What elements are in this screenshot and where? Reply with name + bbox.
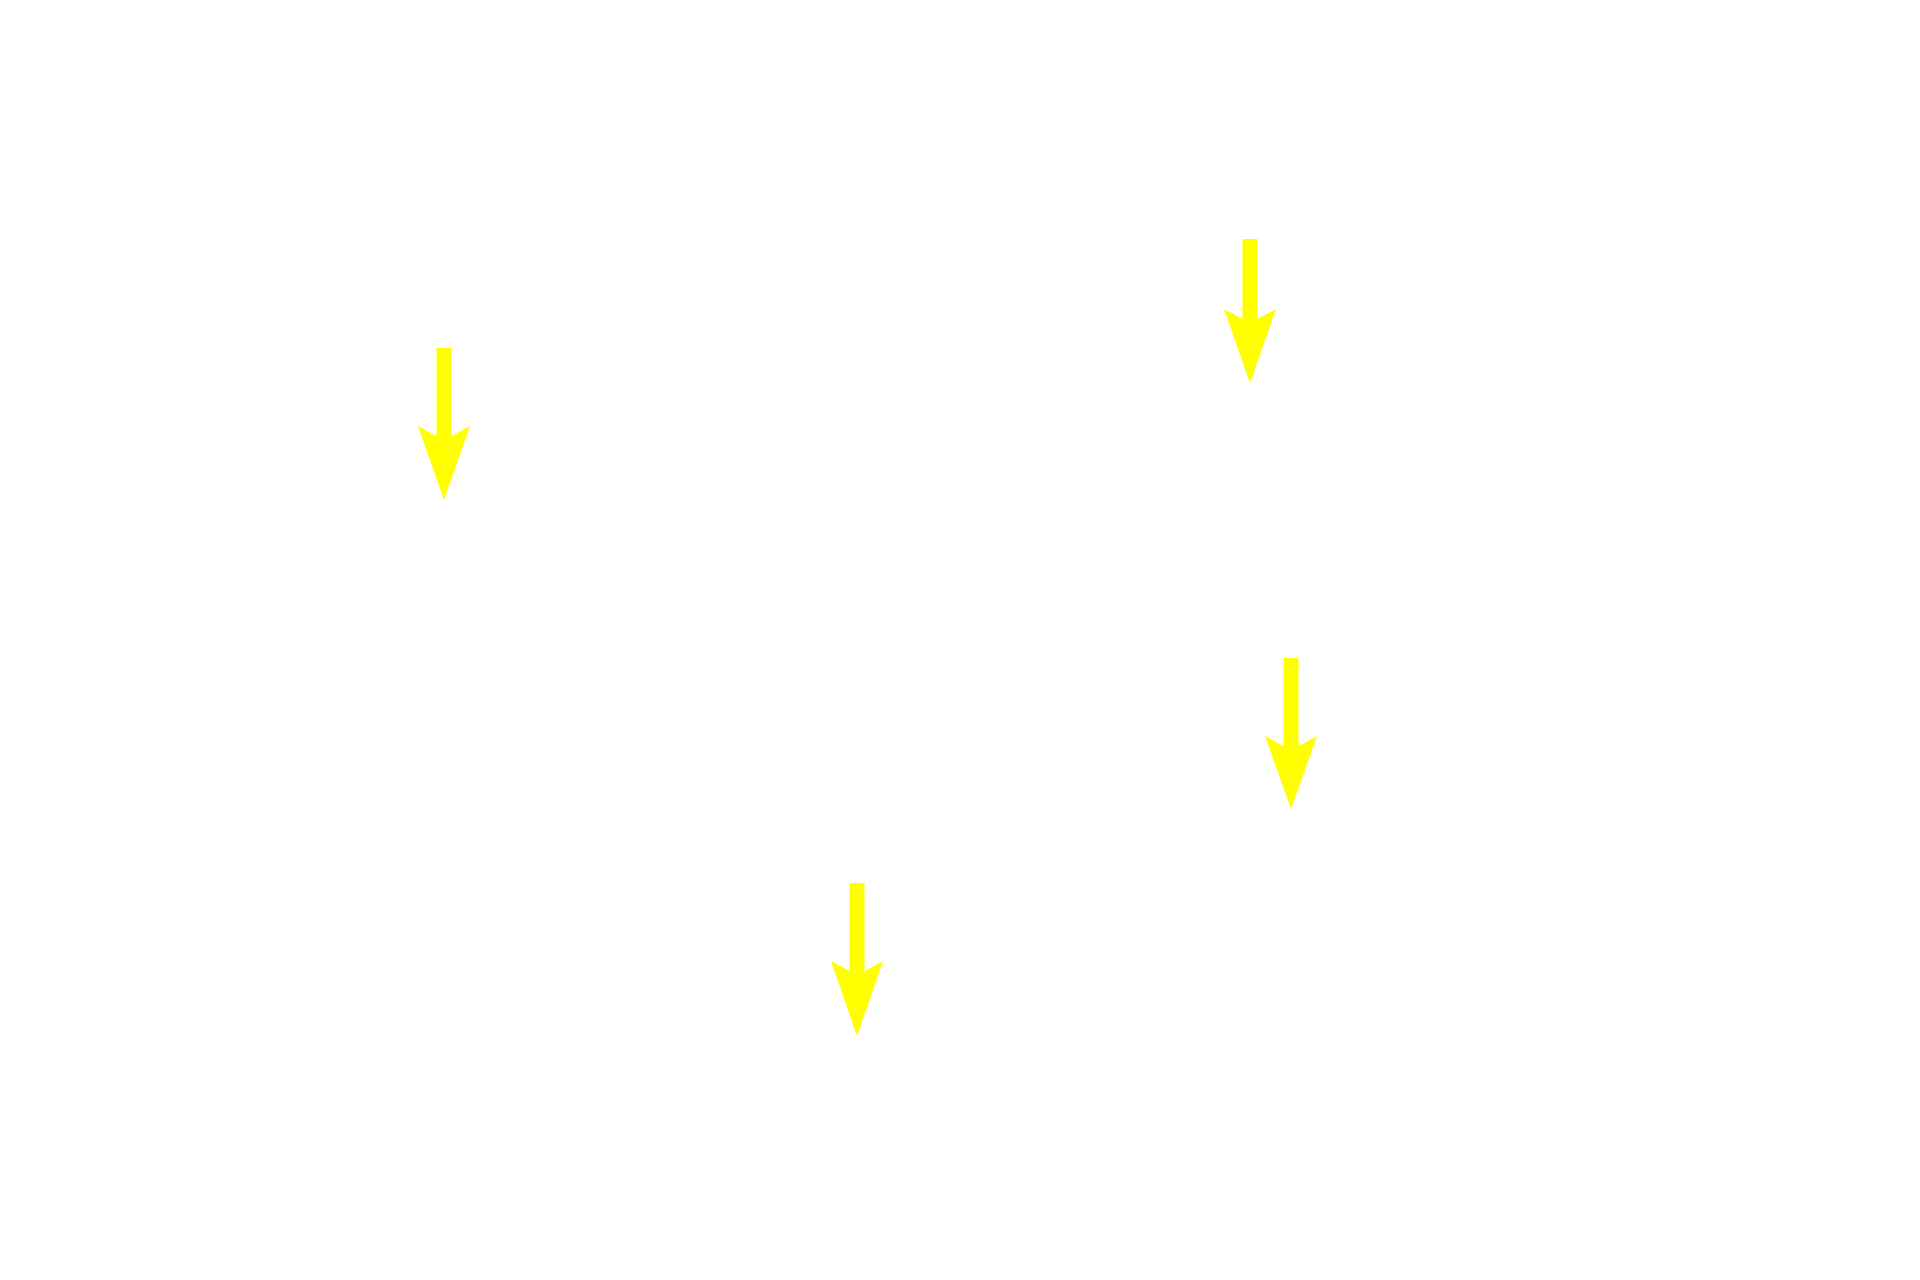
arrow-shaft (1242, 239, 1258, 321)
arrow-down-icon (831, 883, 883, 1036)
arrow-down-icon (1224, 239, 1276, 383)
arrow-head (1265, 736, 1317, 809)
arrow-head (418, 426, 470, 500)
arrow-down-icon (418, 348, 470, 500)
arrow-shaft (849, 883, 865, 973)
arrow-down-icon (1265, 658, 1317, 809)
arrow-shaft (1283, 658, 1299, 748)
arrow-head (1224, 309, 1276, 383)
arrow-head (831, 961, 883, 1036)
arrow-shaft (436, 348, 452, 438)
